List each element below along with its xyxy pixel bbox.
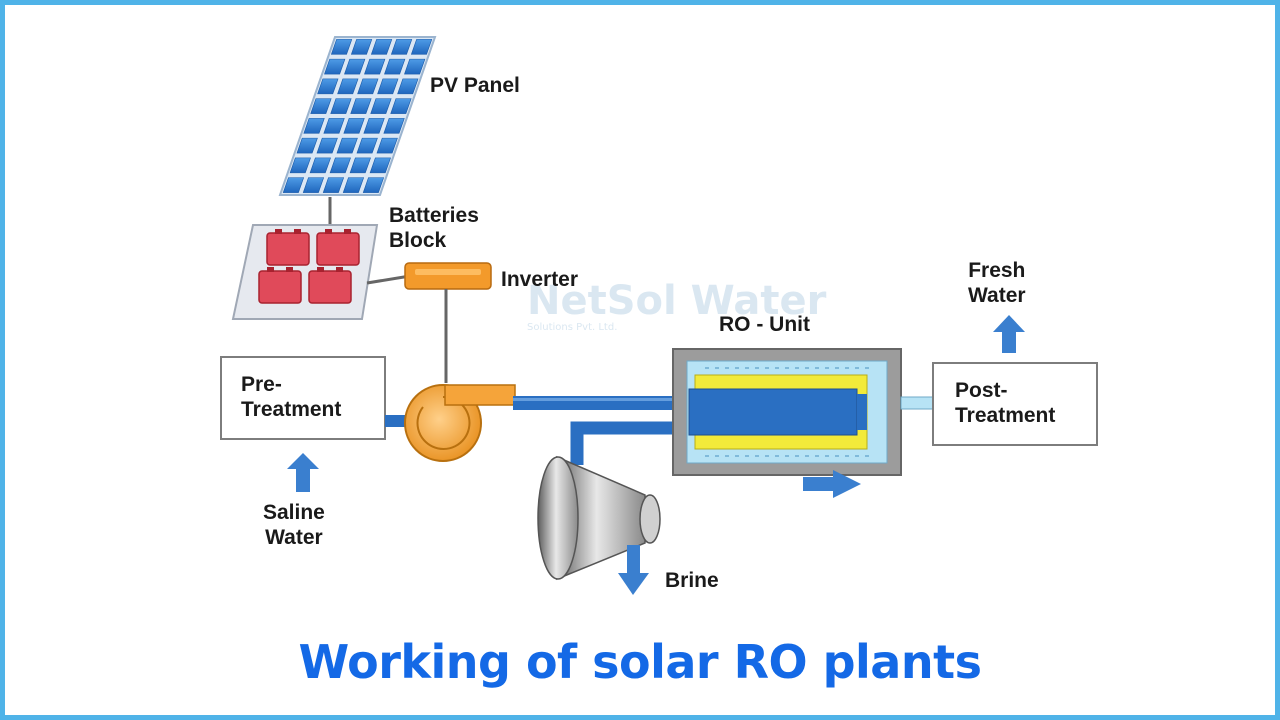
ro-unit-label: RO - Unit <box>719 313 810 336</box>
pv-cell <box>336 137 358 154</box>
saline-water-label-line1: Saline <box>263 501 325 524</box>
pv-cell <box>364 58 386 75</box>
brine-pipe <box>570 421 689 465</box>
inlet-pipe <box>385 415 407 427</box>
pv-cell <box>316 137 338 154</box>
pre-treatment-label: Pre- Treatment <box>241 372 341 422</box>
watermark-line2: Water <box>690 278 827 324</box>
pv-cell <box>282 177 305 193</box>
pv-cell <box>369 157 391 174</box>
pv-cell <box>317 78 339 95</box>
pv-cell <box>342 177 365 193</box>
pv-cell <box>362 177 385 193</box>
pv-panel <box>278 36 437 196</box>
post-treatment-label: Post- Treatment <box>955 378 1055 428</box>
pv-cell <box>377 78 399 95</box>
inverter-label: Inverter <box>501 268 579 291</box>
high-pressure-pump <box>404 384 516 462</box>
pv-cell <box>370 98 392 114</box>
pv-cell <box>289 157 311 174</box>
ro-flow-arrow <box>803 470 861 498</box>
pv-cell <box>356 137 378 154</box>
brine-label: Brine <box>665 569 719 592</box>
pv-cell <box>310 98 332 114</box>
watermark-line1: NetSol <box>527 278 677 324</box>
pre-treatment-label-line2: Treatment <box>241 398 342 421</box>
saline-water-arrow <box>287 453 319 492</box>
batteries-block-label: Batteries Block <box>389 203 479 253</box>
pre-treatment-box <box>220 356 386 440</box>
watermark-tagline: Solutions Pvt. Ltd. <box>527 322 618 333</box>
pv-cell <box>343 118 365 134</box>
pv-cell <box>296 137 318 154</box>
diagram-artwork <box>220 36 1098 595</box>
fresh-water-label-line2: Water <box>968 284 1026 307</box>
battery-inverter-wire <box>366 274 411 285</box>
pv-cell <box>384 58 406 75</box>
batteries-block-label-line2: Block <box>389 229 447 252</box>
pv-cell <box>302 177 325 193</box>
pre-treatment-label-line1: Pre- <box>241 373 282 396</box>
pv-cell <box>383 118 405 134</box>
pv-cell <box>337 78 359 95</box>
pv-cell <box>357 78 379 95</box>
pv-cell <box>309 157 331 174</box>
pv-cell <box>350 98 372 114</box>
battery-cell <box>308 267 352 304</box>
fresh-water-label: Fresh Water <box>968 258 1026 308</box>
energy-recovery-cone <box>537 455 661 581</box>
pv-cell <box>370 39 393 55</box>
fresh-water-arrow <box>993 315 1025 353</box>
battery-cell <box>266 229 310 266</box>
batteries-block <box>231 224 379 320</box>
pv-cell <box>324 58 346 75</box>
pv-cell <box>344 58 366 75</box>
pv-cell <box>330 98 352 114</box>
battery-cell <box>316 229 360 266</box>
saline-water-label-line2: Water <box>265 526 323 549</box>
pv-cell <box>349 157 371 174</box>
permeate-pipe <box>900 396 934 410</box>
pv-cell <box>322 177 345 193</box>
pv-cell <box>390 39 413 55</box>
diagram-caption: Working of solar RO plants <box>298 635 982 689</box>
pv-cell <box>330 39 353 55</box>
brine-arrow <box>618 545 649 595</box>
pv-panel-cells <box>282 39 433 193</box>
battery-cell <box>258 267 302 304</box>
fresh-water-label-line1: Fresh <box>968 259 1026 282</box>
saline-water-label: Saline Water <box>263 500 325 550</box>
ro-unit <box>672 348 902 476</box>
pv-cell <box>329 157 351 174</box>
batteries-block-label-line1: Batteries <box>389 204 479 227</box>
watermark: NetSol Water Solutions Pvt. Ltd. <box>527 280 826 334</box>
post-treatment-label-line1: Post- <box>955 379 1008 402</box>
pv-panel-label: PV Panel <box>430 74 520 97</box>
post-treatment-box <box>932 362 1098 446</box>
pv-cell <box>390 98 412 114</box>
inverter <box>404 262 492 290</box>
pv-cell <box>363 118 385 134</box>
post-treatment-label-line2: Treatment <box>955 404 1056 427</box>
pv-cell <box>404 58 426 75</box>
pv-cell <box>350 39 373 55</box>
pv-cell <box>410 39 433 55</box>
pv-cell <box>323 118 345 134</box>
pv-cell <box>303 118 325 134</box>
pv-cell <box>397 78 419 95</box>
pv-cell <box>376 137 398 154</box>
